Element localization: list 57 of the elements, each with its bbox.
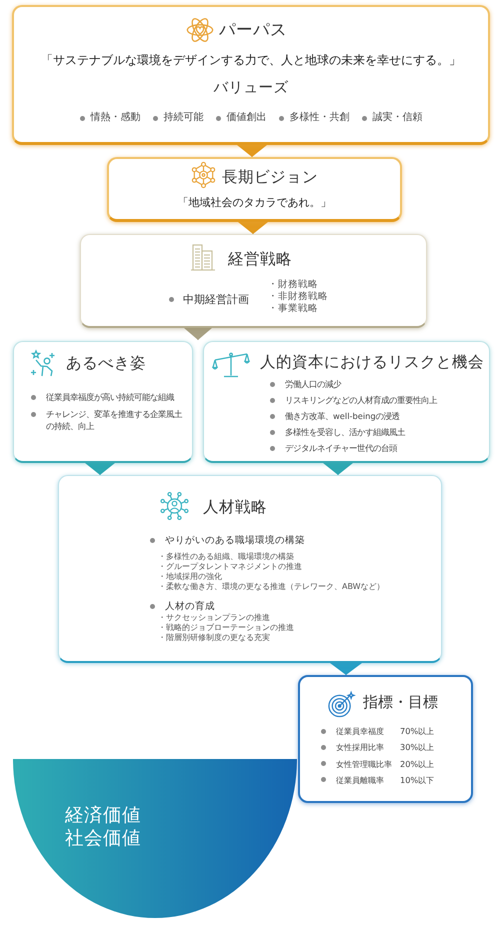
subheading: バリューズ — [214, 79, 288, 98]
list-item: 従業員幸福度が高い持続可能な組織 — [46, 391, 174, 403]
list-item: やりがいのある職場環境の構築 — [165, 534, 305, 547]
list-item: デジタルネイチャー世代の台頭 — [285, 442, 397, 454]
arrow — [238, 222, 268, 234]
sub-item: ・事業戦略 — [268, 303, 318, 315]
metric-name: 従業員幸福度 — [336, 725, 384, 737]
value-item: 情熱・感動 — [90, 111, 140, 125]
sub-item: ・階層別研修制度の更なる充実 — [158, 633, 270, 643]
sub-item: ・グループタレントマネジメントの推進 — [158, 562, 302, 572]
sub-item: ・非財務戦略 — [268, 291, 328, 303]
heading: 長期ビジョン — [222, 167, 318, 187]
info-card — [58, 475, 442, 663]
sub-item: ・柔軟な働き方、環境の更なる推進（テレワーク、ABWなど） — [158, 582, 385, 592]
list-item: チャレンジ、変革を推進する企業風土の持続、向上 — [46, 408, 184, 432]
value-label: 社会価値 — [65, 827, 141, 850]
metric-name: 女性採用比率 — [336, 741, 384, 754]
metric-value: 10%以下 — [400, 774, 434, 786]
info-card — [298, 675, 473, 803]
quote-text: 「サステナブルな環境をデザインする力で、人と地球の未来を幸せにする。」 — [41, 52, 461, 68]
sub-item: ・サクセッションプランの推進 — [158, 613, 270, 623]
heading: 指標・目標 — [363, 692, 438, 712]
heading: パーパス — [219, 19, 287, 41]
list-item: 中期経営計画 — [183, 292, 249, 307]
metric-value: 30%以上 — [400, 741, 434, 754]
sub-item: ・財務戦略 — [268, 279, 318, 291]
sub-item: ・地域採用の強化 — [158, 572, 222, 582]
arrow — [330, 662, 362, 676]
sub-item: ・戦略的ジョブローテーションの推進 — [158, 623, 294, 633]
value-item: 多様性・共創 — [290, 111, 350, 125]
value-item: 誠実・信頼 — [372, 111, 422, 125]
sub-item: ・多様性のある組織、職場環境の構築 — [158, 552, 294, 562]
info-card — [12, 5, 490, 145]
arrow — [85, 462, 115, 476]
list-item: リスキリングなどの人材育成の重要性向上 — [285, 394, 437, 406]
quote-text: 「地域社会のタカラであれ。」 — [178, 195, 332, 210]
metric-value: 70%以上 — [400, 725, 434, 737]
info-card — [203, 341, 490, 463]
metric-value: 20%以上 — [400, 758, 434, 770]
value-item: 価値創出 — [226, 111, 266, 125]
metric-name: 女性管理職比率 — [336, 758, 392, 770]
list-item: 人材の育成 — [165, 600, 215, 613]
heading: あるべき姿 — [66, 353, 146, 373]
info-card — [107, 157, 402, 222]
value-label: 経済価値 — [65, 804, 141, 827]
metric-name: 従業員離職率 — [336, 774, 384, 786]
list-item: 労働人口の減少 — [285, 378, 341, 390]
info-card — [13, 341, 193, 463]
arrow — [237, 144, 267, 158]
list-item: 多様性を受容し、活かす組織風土 — [285, 426, 405, 438]
info-card — [80, 234, 427, 328]
heading: 経営戦略 — [228, 249, 292, 269]
arrow — [323, 462, 353, 476]
value-item: 持続可能 — [164, 111, 204, 125]
heading: 人的資本におけるリスクと機会 — [260, 352, 484, 372]
list-item: 働き方改革、well-beingの浸透 — [285, 410, 400, 422]
heading: 人材戦略 — [203, 497, 267, 517]
